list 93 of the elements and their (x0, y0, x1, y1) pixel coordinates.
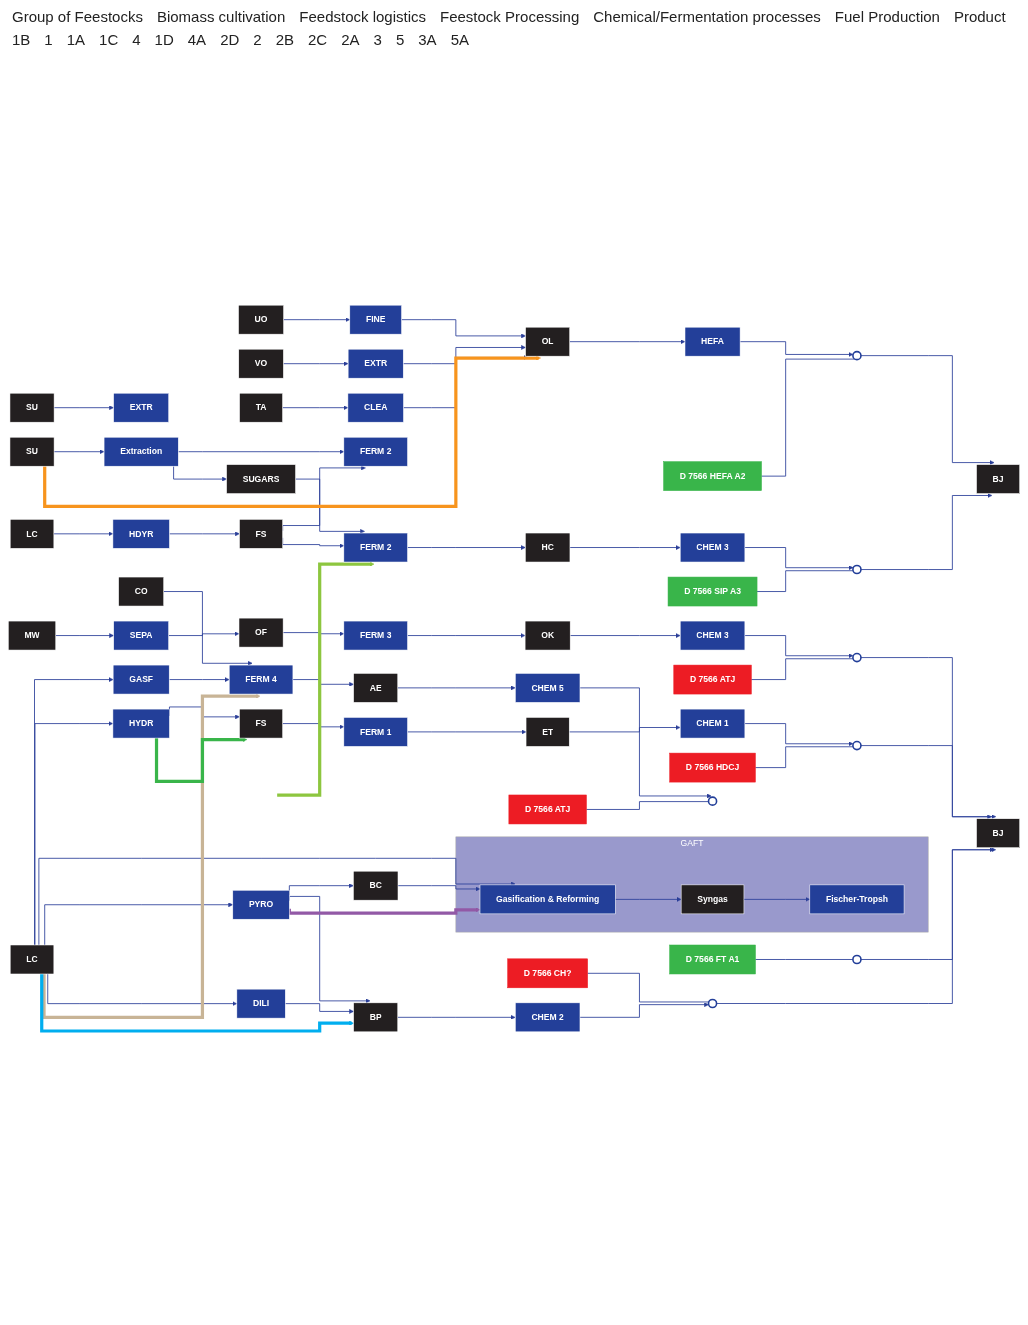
node-box: FERM 3 (343, 620, 408, 651)
arrow (275, 561, 375, 797)
row-label: 4 (132, 31, 141, 48)
row-label: Chemical/Fermentation processes (593, 8, 821, 25)
node-circle (852, 564, 862, 575)
node-box: D 7566 HEFA A2 (663, 461, 762, 491)
arrow (154, 737, 248, 784)
node-box: HYDR (112, 708, 170, 739)
node-box: BC (353, 870, 399, 901)
node-box: CHEM 5 (515, 673, 581, 703)
node-box: FERM 1 (343, 717, 408, 747)
node-circle (852, 954, 862, 965)
row-label: 3A (418, 31, 437, 48)
node-box: TA (239, 392, 283, 423)
node-box: Extraction (103, 436, 179, 467)
node-box: SU (9, 436, 55, 467)
node-box: FERM 4 (228, 664, 294, 695)
node-box: ET (525, 717, 570, 747)
node-circle (852, 350, 862, 361)
node-box: BJ (976, 464, 1020, 494)
node-box: Gasification & Reforming (479, 884, 616, 915)
node-box: HEFA (684, 326, 741, 357)
node-box: FINE (349, 304, 402, 335)
node-box: BP (353, 1002, 399, 1033)
node-box: DILI (236, 988, 286, 1019)
node-box: EXTR (113, 392, 169, 423)
node-circle (852, 652, 862, 663)
row-label: 1 (44, 31, 53, 48)
node-box: HC (525, 532, 571, 563)
row-label: 2C (308, 31, 328, 48)
node-box: SU (9, 392, 55, 423)
node-box: Fischer-Tropsh (809, 884, 905, 915)
node-box: SUGARS (226, 464, 296, 494)
node-box: VO (238, 348, 284, 379)
connector (586, 801, 709, 810)
row-label: 2A (341, 31, 360, 48)
row-label: Group of Feestocks (12, 8, 143, 25)
node-circle (707, 998, 718, 1009)
node-circle (852, 740, 862, 751)
row-label: 5A (450, 31, 469, 48)
node-box: D 7566 ATJ (673, 664, 752, 695)
connector (755, 959, 854, 960)
row-label: 2D (220, 31, 240, 48)
connector (587, 972, 710, 1003)
node-box: Syngas (680, 884, 745, 915)
node-box: CHEM 2 (515, 1002, 581, 1033)
node-box: CHEM 3 (679, 532, 746, 563)
node-box: GASF (112, 664, 170, 695)
node-circle (707, 796, 718, 806)
node-box: SEPA (113, 620, 169, 651)
node-box: BJ (976, 818, 1020, 848)
node-box: CHEM 1 (679, 708, 746, 739)
row-label: 3 (373, 31, 382, 48)
node-box: UO (238, 304, 284, 335)
row-label: Product (953, 8, 1006, 25)
row-label: 1D (154, 31, 174, 48)
node-box: AE (353, 673, 399, 703)
connector (761, 358, 856, 477)
node-box: D 7566 HDCJ (669, 752, 756, 783)
node-box: LC (9, 944, 55, 975)
row-label: Fuel Production (834, 8, 940, 25)
node-box: FERM 2 (343, 532, 408, 563)
row-label: 4A (187, 31, 207, 48)
node-box: D 7566 FT A1 (669, 944, 756, 975)
node-box: D 7566 CH? (507, 958, 588, 989)
node-box: OF (238, 617, 284, 648)
row-label: Feestock Processing (440, 8, 580, 25)
node-box: HDYR (112, 519, 170, 549)
row-label: 2B (275, 31, 295, 48)
row-label: Feedstock logistics (299, 8, 426, 25)
row-label: 5 (395, 31, 405, 48)
row-label: 1A (66, 31, 86, 48)
row-label: 1C (99, 31, 119, 48)
node-box: OL (525, 326, 570, 357)
node-box: CLEA (347, 392, 404, 423)
node-box: MW (8, 620, 57, 651)
node-box: CHEM 3 (679, 620, 746, 651)
node-box: PYRO (232, 890, 290, 920)
node-box: LC (9, 519, 55, 549)
node-box: D 7566 SIP A3 (667, 576, 758, 607)
node-box: FERM 2 (343, 436, 408, 467)
row-label: Biomass cultivation (156, 8, 286, 25)
row-label: 1B (12, 31, 31, 48)
connector (750, 658, 854, 680)
node-box: CO (118, 576, 164, 607)
connector (756, 570, 854, 592)
node-box: D 7566 ATJ (508, 794, 587, 825)
node-box: FS (239, 519, 283, 549)
row-label: 2 (253, 31, 262, 48)
node-box: FS (239, 708, 283, 739)
node-box: OK (524, 620, 571, 651)
connector (754, 746, 854, 769)
node-box: EXTR (347, 348, 404, 379)
